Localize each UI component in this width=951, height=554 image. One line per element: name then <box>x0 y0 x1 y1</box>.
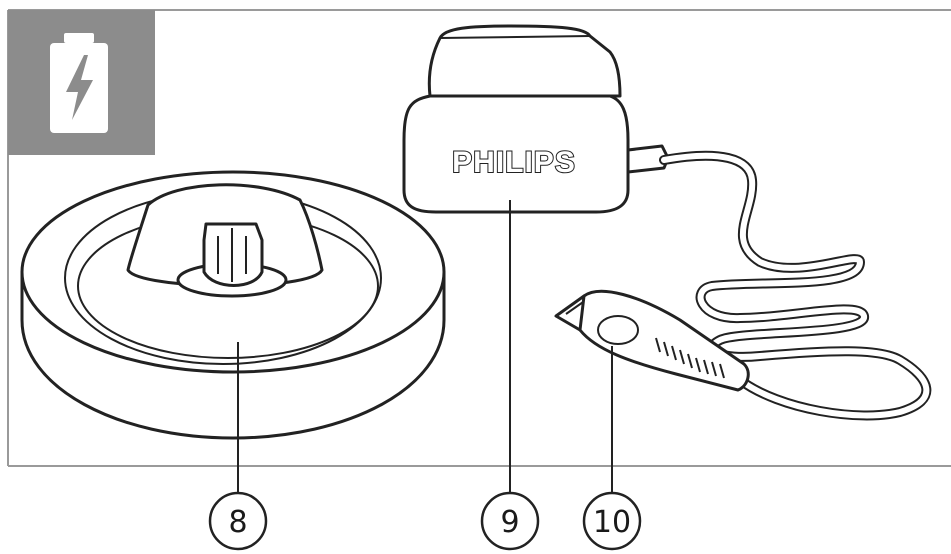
brand-logo-text: PHILIPS <box>452 146 576 179</box>
callout-10: 10 <box>582 491 642 551</box>
callout-8-label: 8 <box>228 505 247 540</box>
callout-8: 8 <box>208 491 268 551</box>
callout-9: 9 <box>480 491 540 551</box>
power-cord <box>659 150 932 421</box>
callout-10-label: 10 <box>593 505 631 540</box>
battery-charging-icon <box>8 10 155 155</box>
adapter <box>402 24 670 214</box>
callout-9-label: 9 <box>500 505 519 540</box>
charging-stand <box>20 170 446 440</box>
leader-lines <box>237 200 613 492</box>
small-plug <box>554 289 750 392</box>
